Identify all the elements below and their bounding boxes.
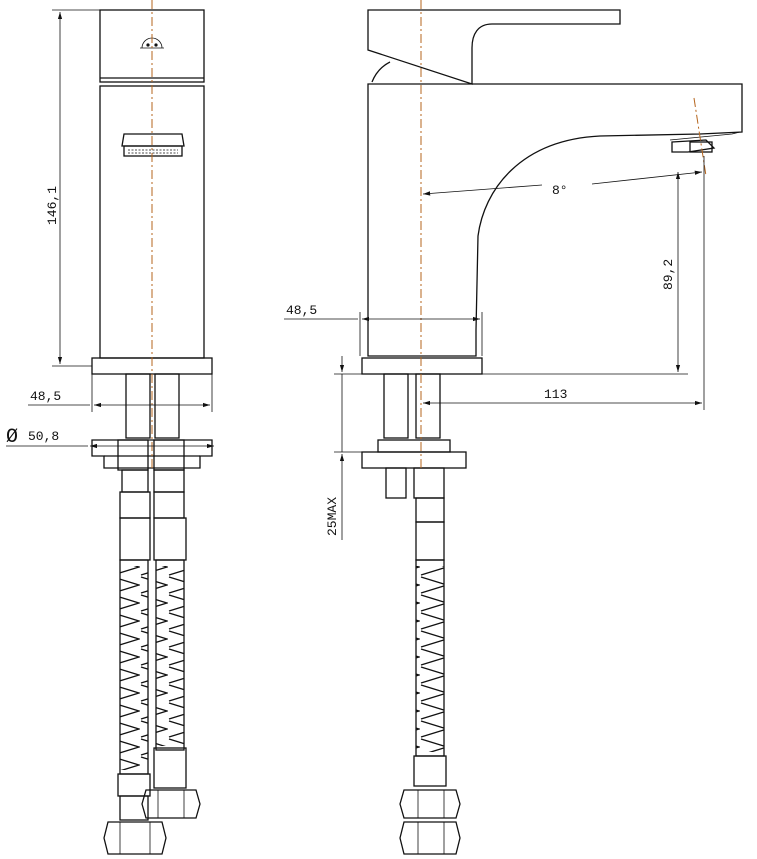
side-view	[361, 9, 743, 855]
front-hose-right	[141, 559, 201, 819]
front-aerator	[121, 133, 185, 157]
dim-height-total: 146,1	[45, 186, 60, 225]
side-hose	[399, 559, 461, 855]
dim-spout-reach: 113	[544, 387, 567, 402]
side-lever	[367, 9, 621, 85]
spout-axis-line	[693, 97, 707, 177]
front-hose-left	[103, 559, 167, 855]
dim-spout-height: 89,2	[661, 259, 676, 290]
side-dimensions: 8° 48,5 89,2 113 25MAX	[284, 156, 705, 540]
dim-angle: 8°	[552, 183, 568, 198]
hot-cold-indicator-icon	[140, 37, 164, 49]
front-handle	[99, 9, 205, 83]
side-base-plate	[361, 357, 483, 375]
side-body	[367, 83, 743, 357]
dim-base-width-front: 48,5	[30, 389, 61, 404]
dim-body-width-side: 48,5	[286, 303, 317, 318]
dim-deck-thickness: 25MAX	[325, 497, 340, 536]
dim-diameter-symbol: Ø	[6, 426, 18, 449]
dim-hole-diameter: 50,8	[28, 429, 59, 444]
side-mounting-plate	[361, 451, 467, 469]
front-dimensions: 146,1 48,5 Ø 50,8	[6, 9, 214, 449]
